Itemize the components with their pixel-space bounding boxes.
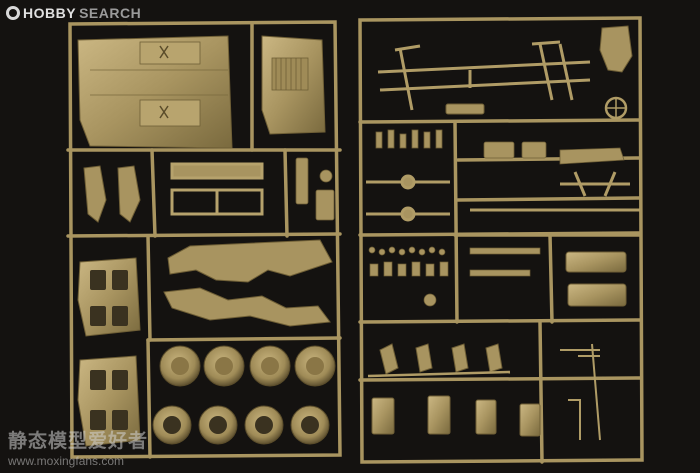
gearbox-part	[599, 25, 633, 73]
small-fittings-cluster	[368, 246, 541, 307]
door-panel-parts	[77, 257, 141, 447]
seat-parts	[83, 165, 141, 223]
hobbysearch-logo-icon	[6, 6, 20, 20]
hood-part	[77, 35, 233, 149]
rod-parts	[560, 343, 601, 441]
small-vent-parts	[295, 157, 335, 221]
steering-wheel-part	[604, 96, 628, 120]
suspension-small-parts	[375, 129, 625, 165]
watermark-url: www.moxingfans.com	[8, 454, 125, 468]
chassis-side-frame-upper	[167, 239, 333, 283]
bumper-bar-part	[445, 103, 485, 115]
chassis-side-frame-lower	[163, 287, 331, 327]
a-arm-parts	[367, 343, 511, 378]
fuel-tank-parts	[565, 251, 627, 307]
windshield-frame-part	[170, 162, 264, 216]
watermark-chinese: 静态模型爱好者	[8, 430, 149, 452]
interior-box-parts	[371, 395, 541, 437]
tire-row-lower	[152, 405, 330, 445]
logo-text-hobby: HOBBY	[23, 5, 77, 21]
tire-row-upper	[159, 345, 336, 387]
grille-part	[261, 35, 326, 135]
door-window-cutouts	[90, 270, 128, 430]
axle-parts	[366, 171, 640, 222]
ladder-chassis-part	[377, 40, 591, 111]
left-sprue-frame	[66, 20, 342, 459]
right-sprue-frame	[358, 16, 644, 464]
watermark: 静态模型爱好者 www.moxingfans.com	[8, 430, 148, 468]
logo-text-search: SEARCH	[79, 5, 142, 21]
hobbysearch-logo: HOBBY SEARCH	[6, 4, 141, 22]
